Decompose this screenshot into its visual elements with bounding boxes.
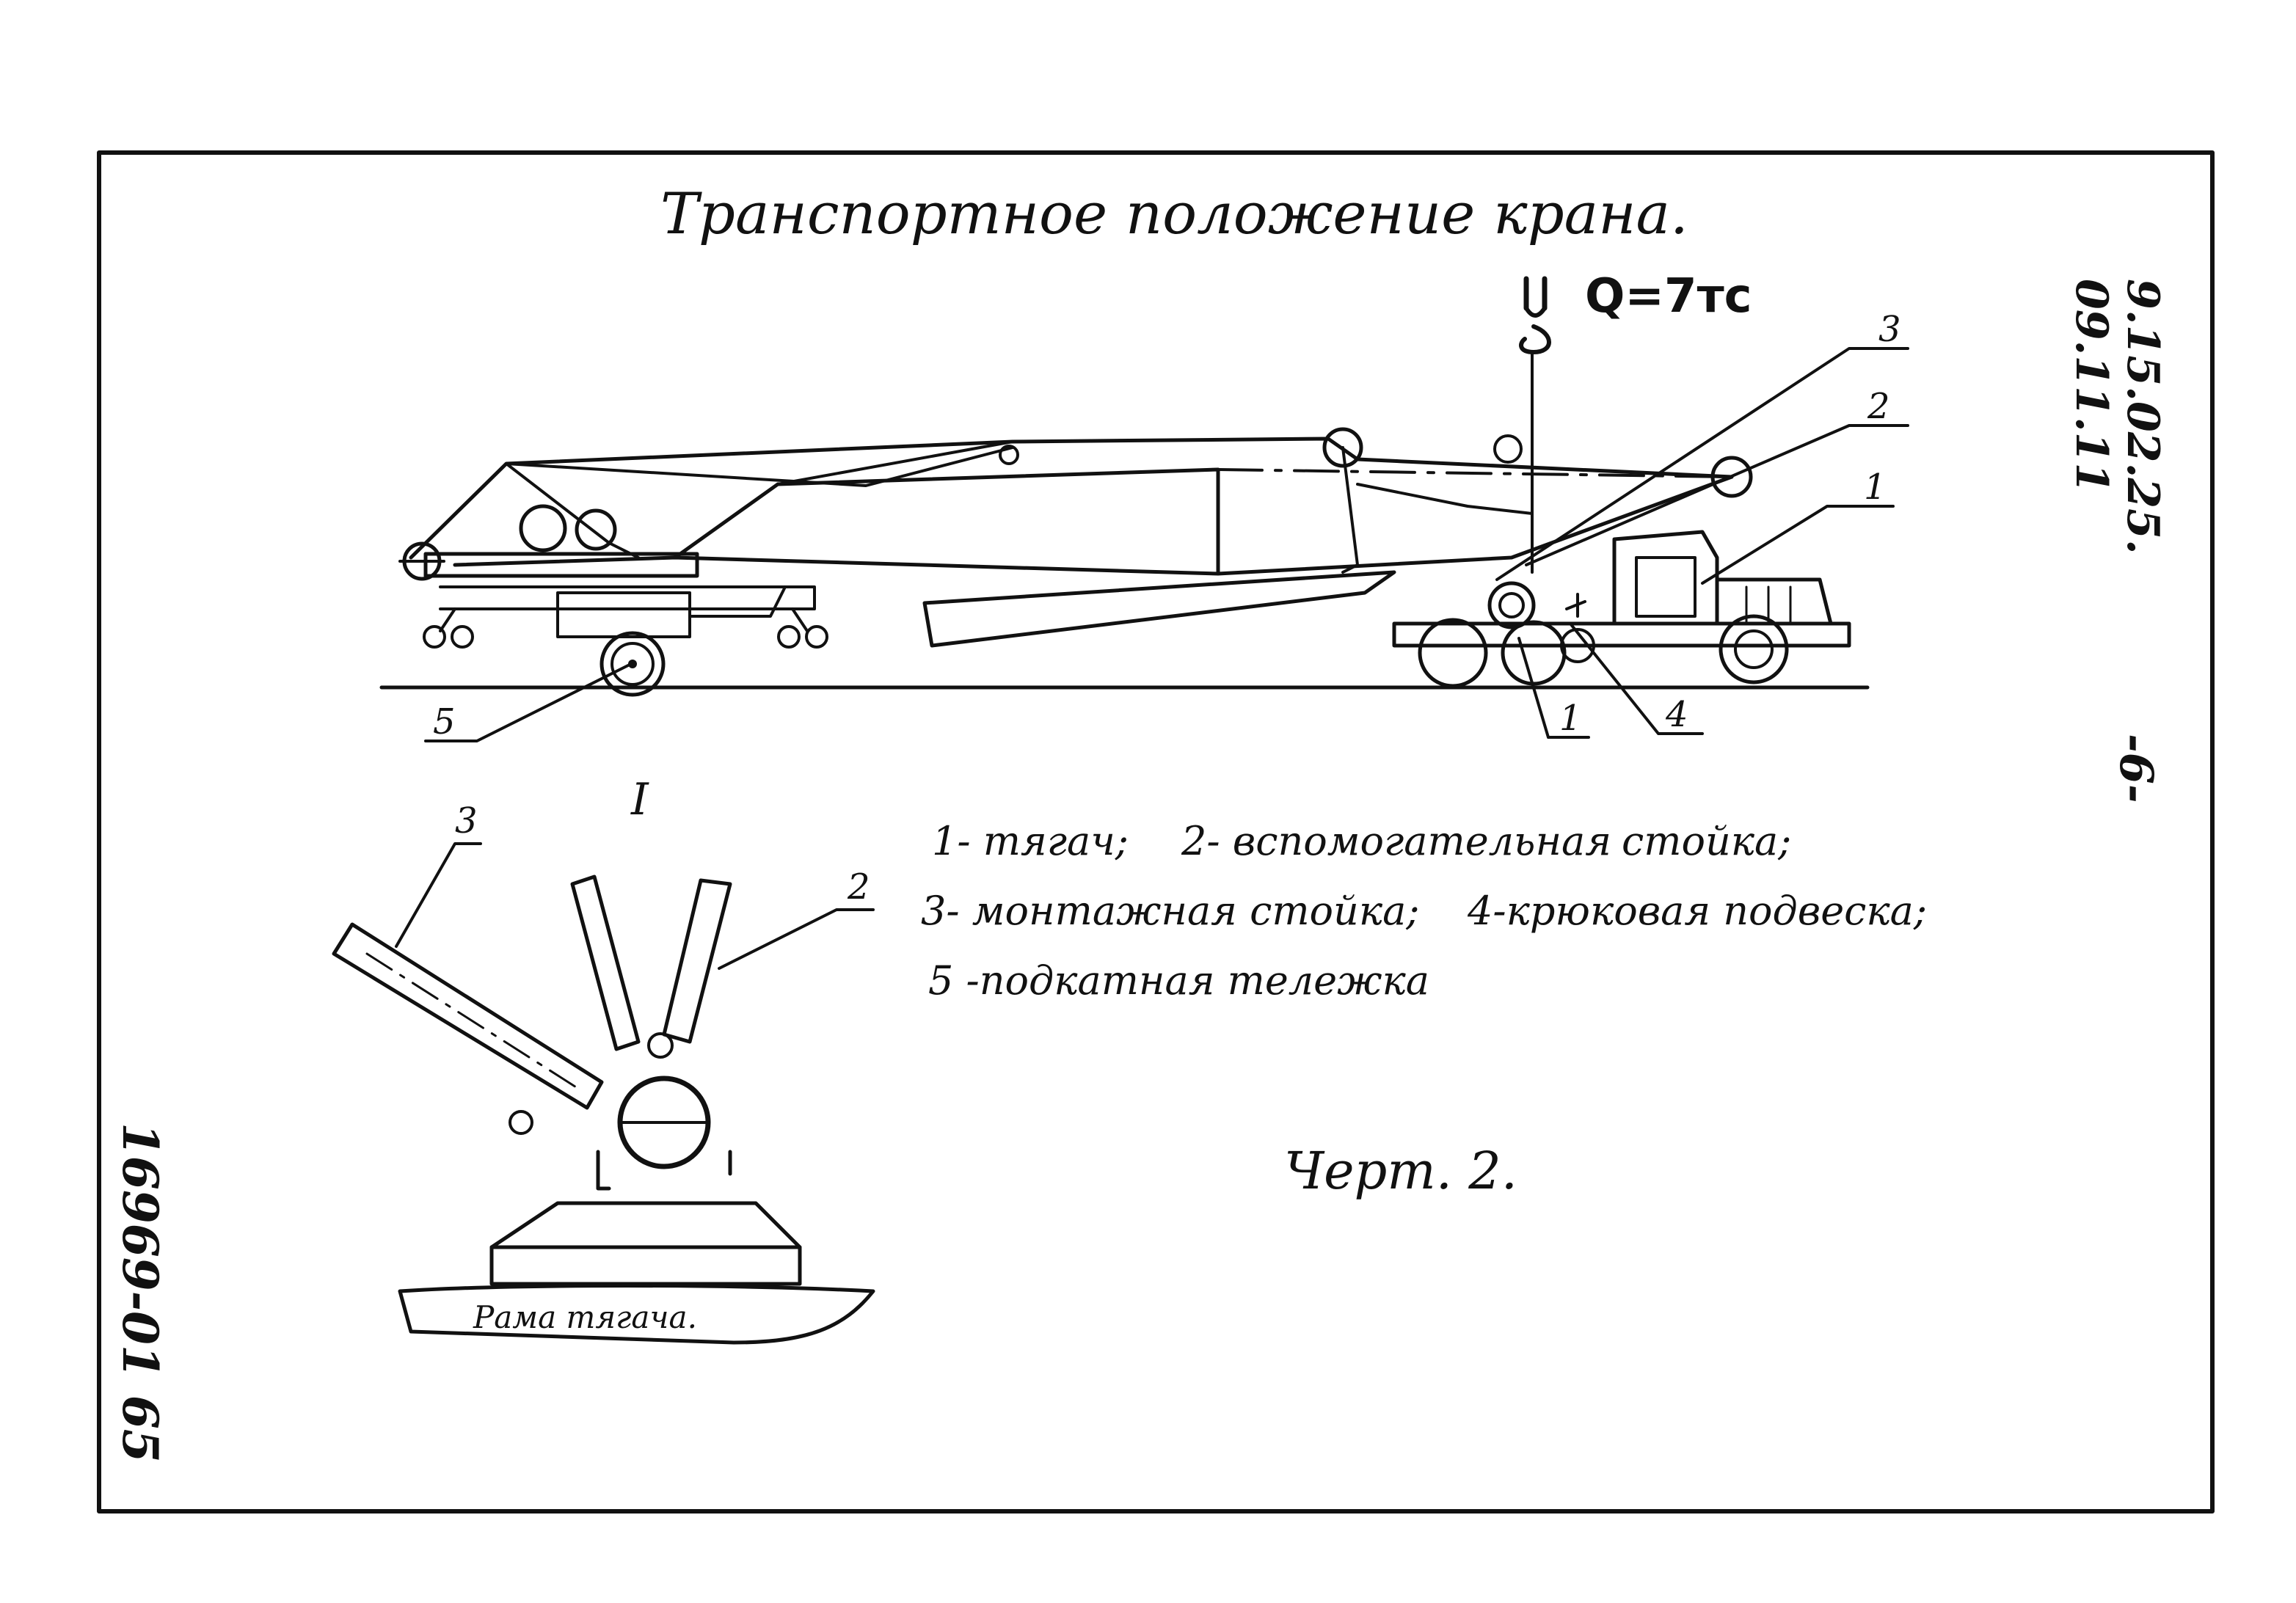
legend-item-4: 4-крюковая подвеска; (1467, 888, 1927, 934)
callout-main-1: 1 (1864, 467, 1887, 508)
legend-item-5: 5 -подкатная тележка (928, 957, 1429, 1004)
callout-detail-2: 2 (847, 866, 870, 908)
tractor-truck (1392, 530, 1851, 688)
legend-item-2b: стойка; (1622, 818, 1791, 864)
crane-boom (409, 427, 1753, 576)
load-capacity: Q=7тс (1585, 269, 1752, 324)
archive-number: 16969-01 65 (112, 1122, 169, 1463)
rolling-trolley (398, 541, 828, 697)
callout-detail-3: 3 (455, 800, 478, 841)
drawing-title: Транспортное положение крана. (660, 181, 1688, 247)
callout-main-4: 4 (1665, 694, 1688, 735)
drawing-caption: Черт. 2. (1284, 1141, 1517, 1201)
crane-hook (1519, 276, 1551, 574)
detail-leader-2 (718, 908, 875, 970)
page-number: -6- (2110, 734, 2163, 803)
legend: 1- тягач; 2- вспомогательная стойка; 3- … (921, 818, 1927, 1004)
callout-main-1b: 1 (1559, 698, 1582, 739)
detail-hinge-assembly (332, 874, 875, 1345)
drawing-frame (97, 150, 2215, 1513)
callout-main-5: 5 (433, 701, 456, 742)
mounting-stand-lower (922, 570, 1396, 648)
drawing-date: 09.11.11 (2066, 279, 2117, 493)
callout-main-2: 2 (1867, 386, 1890, 427)
frame-label: Рама тягача. (473, 1299, 697, 1335)
legend-item-3: 3- монтажная стойка; (921, 888, 1419, 934)
drawing-code: 9.15.02.25. (2117, 279, 2168, 555)
legend-item-1: 1- тягач; (932, 818, 1129, 864)
detail-leader-3 (395, 842, 482, 948)
section-mark: I (630, 774, 649, 825)
legend-item-2: 2- вспомогательная (1181, 818, 1611, 864)
leader-lines (424, 347, 1909, 742)
callout-main-3: 3 (1878, 309, 1901, 350)
